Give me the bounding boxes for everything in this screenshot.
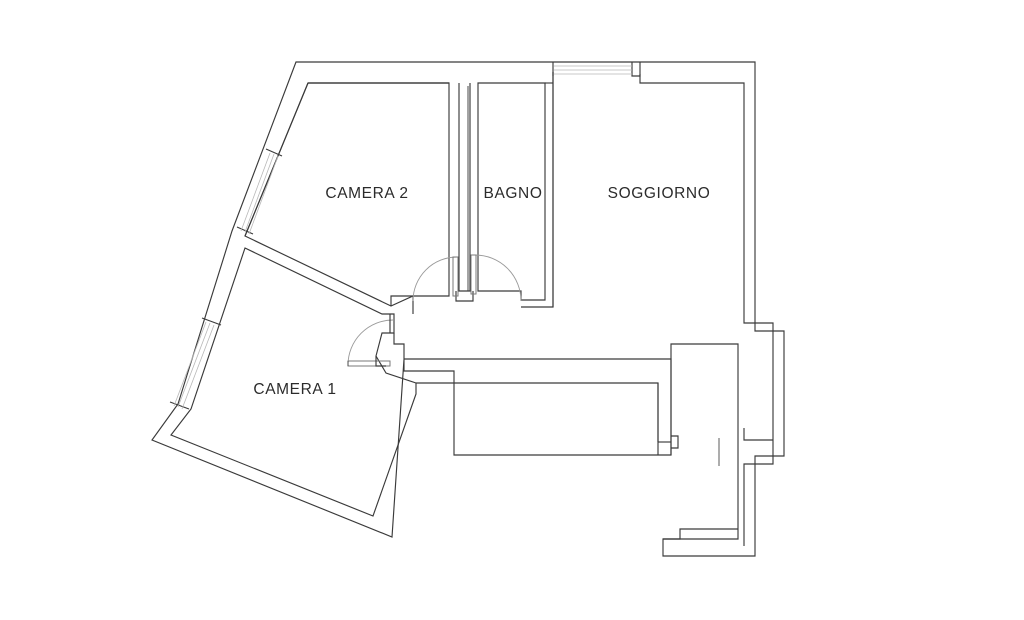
entry-right-notch (743, 428, 773, 441)
door-camera2-leaf (452, 256, 459, 297)
camera2-partition-inner (458, 86, 469, 292)
window-diag-lower-jamb-top (201, 317, 222, 326)
outer-wall-outline (151, 61, 785, 557)
wall-c2-c1-jamb (390, 295, 414, 314)
door-camera1 (347, 319, 394, 367)
window-diag-upper-jamb-top (265, 148, 283, 157)
room-label-camera2: CAMERA 2 (325, 185, 408, 202)
partition-camera2-bagno (455, 83, 474, 302)
outer-perimeter-walls (151, 61, 785, 557)
inner-wall-faces (244, 74, 774, 546)
window-diag-lower-pane-1 (173, 321, 207, 407)
room-label-soggiorno: SOGGIORNO (608, 185, 711, 202)
partition-wall-1 (458, 83, 471, 292)
corridor-upper-wall (393, 333, 405, 359)
camera1-walls (170, 247, 417, 517)
room-label-bagno: BAGNO (484, 185, 543, 202)
window-top-frame-right (631, 62, 641, 77)
wall-camera2-camera1 (390, 295, 414, 314)
partition-jamb-1 (455, 291, 474, 302)
corridor-inner-edge (416, 382, 659, 442)
room-labels: CAMERA 2 BAGNO SOGGIORNO CAMERA 1 (253, 185, 711, 398)
window-diag-upper-pane-2 (244, 153, 275, 233)
door-bagno-arc (474, 254, 522, 302)
window-diag-upper-pane-1 (240, 152, 271, 232)
door-bagno-leaf (470, 254, 477, 295)
corridor-walls (393, 333, 672, 455)
corridor-start-notch (375, 356, 386, 367)
corridor-top-edge (404, 358, 672, 455)
window-diag-lower-pane-2 (177, 322, 211, 408)
window-diag-upper-pane-3 (248, 155, 279, 235)
entry-bottom-wall (663, 528, 738, 540)
window-diag-lower-pane-3 (181, 324, 215, 410)
door-camera2 (412, 256, 459, 302)
window-diag-upper-jamb-bottom (236, 226, 254, 235)
room-label-camera1: CAMERA 1 (253, 381, 336, 398)
door-camera2-arc (412, 256, 458, 302)
entry-area (663, 428, 773, 540)
entry-jamb-left (671, 435, 679, 449)
window-diag-lower-jamb-bottom (169, 401, 190, 410)
door-bagno (470, 254, 522, 302)
diagonal-wall-windows (169, 148, 283, 410)
door-camera1-arc (347, 319, 394, 366)
door-camera1-leaf (347, 360, 391, 367)
jamb-details (375, 314, 391, 367)
window-top-soggiorno (552, 62, 641, 77)
room-camera1 (170, 247, 417, 517)
inner-face-soggiorno (639, 74, 774, 546)
